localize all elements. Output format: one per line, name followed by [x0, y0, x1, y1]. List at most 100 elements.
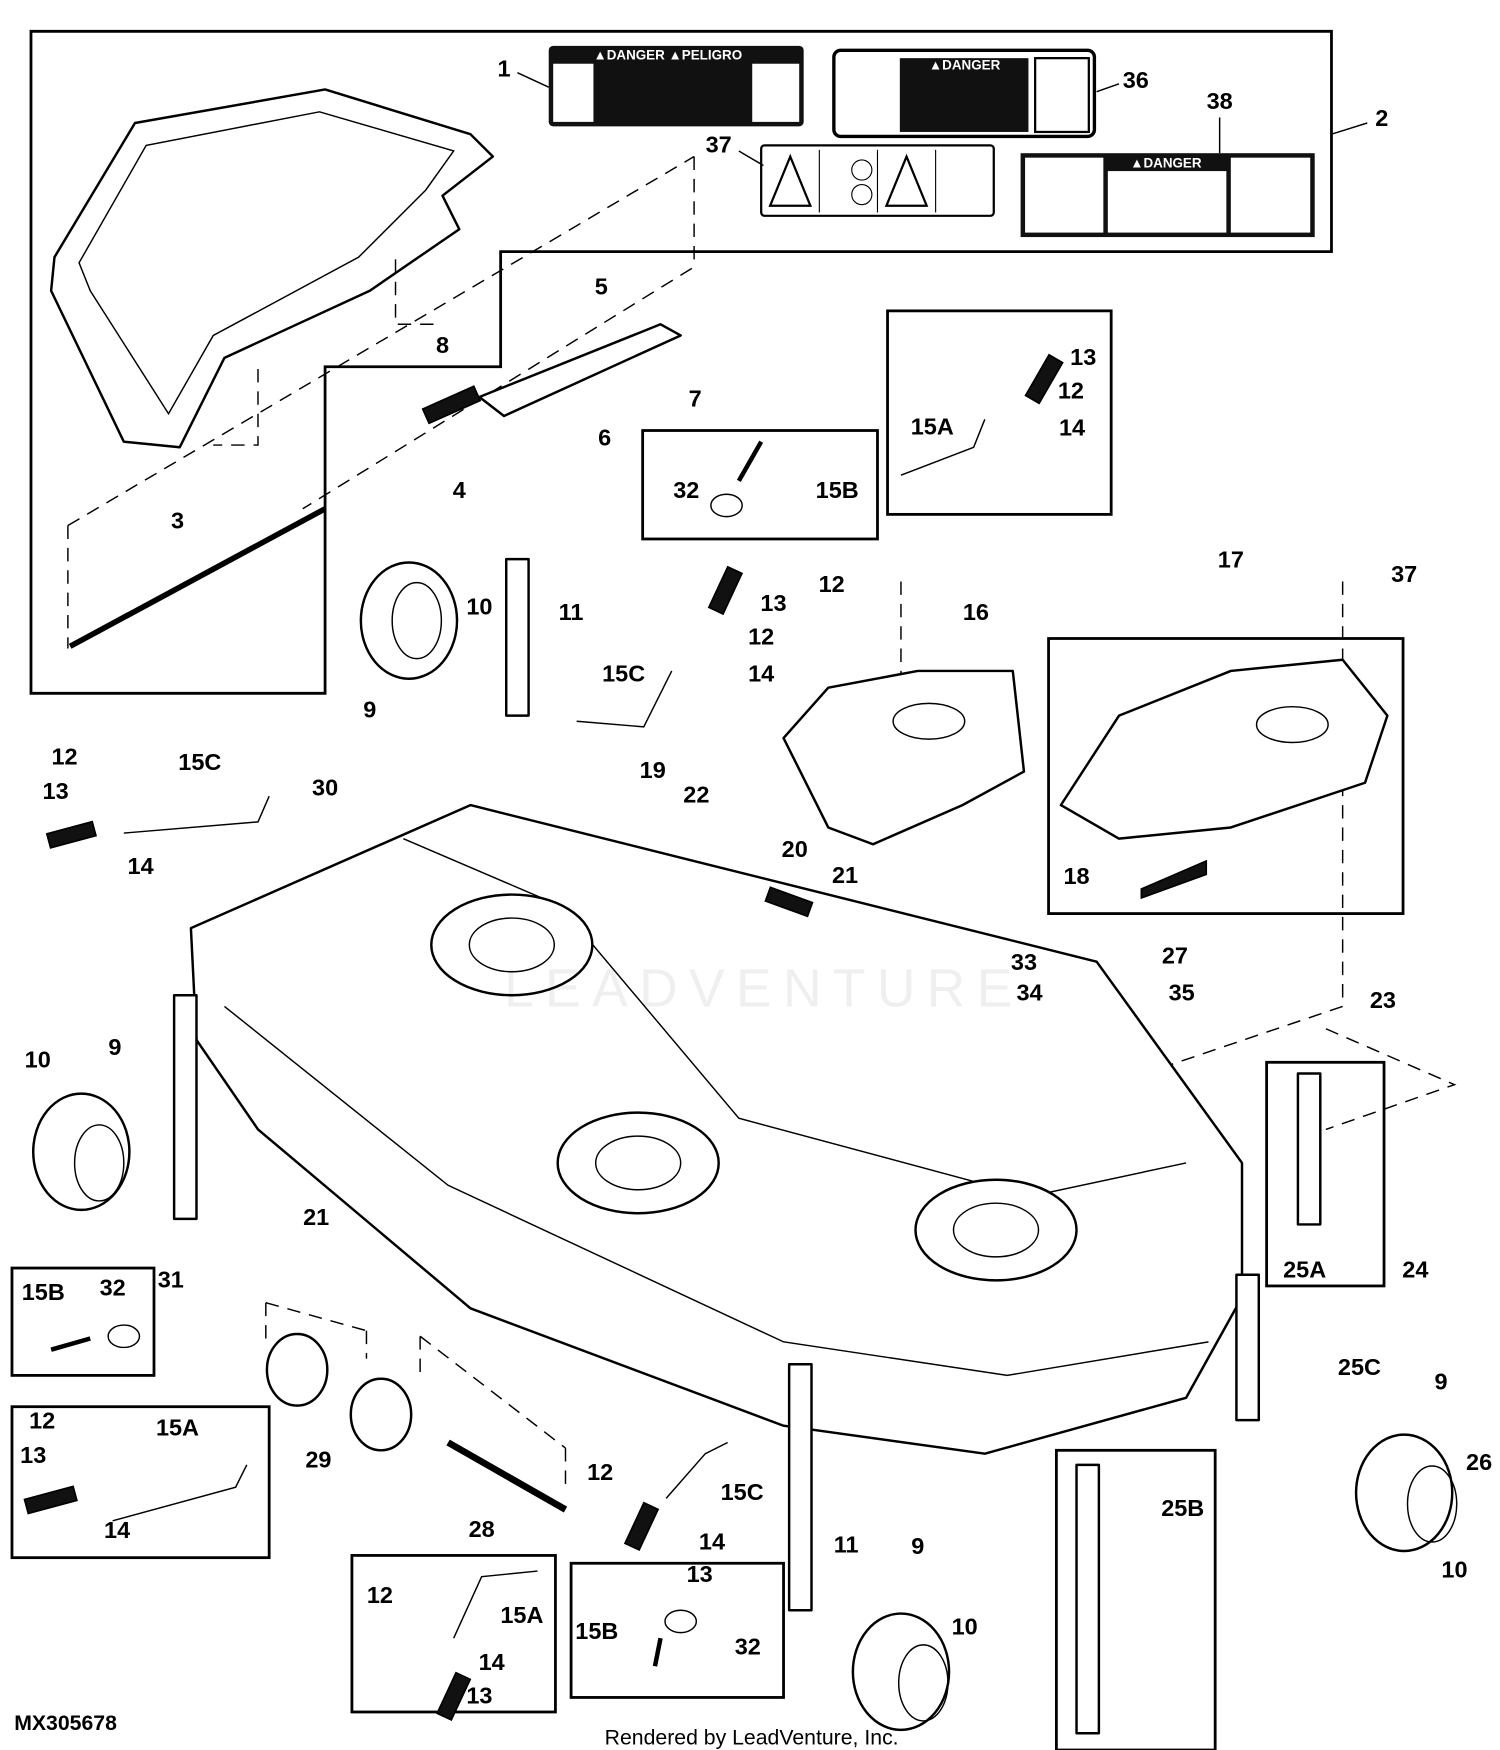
callout-9: 9: [108, 1034, 121, 1060]
detail-box-15b: [641, 429, 879, 541]
leader-lines: [517, 72, 1368, 167]
svg-text:▲DANGER ▲PELIGRO: ▲DANGER ▲PELIGRO: [593, 47, 742, 62]
callout-18: 18: [1063, 863, 1089, 889]
callout-28: 28: [469, 1516, 495, 1542]
callout-22: 22: [683, 781, 709, 807]
callout-29: 29: [305, 1447, 331, 1473]
rod-3: [68, 506, 327, 649]
spindle-right: [914, 1178, 1078, 1282]
callout-13: 13: [43, 778, 69, 804]
spindle-center: [556, 1111, 720, 1215]
spring-4: [421, 385, 482, 425]
callout-11: 11: [559, 599, 584, 625]
callout-25C: 25C: [1338, 1354, 1381, 1380]
hinge-plate: [478, 323, 682, 418]
callout-16: 16: [963, 599, 989, 625]
callout-25B: 25B: [1161, 1495, 1204, 1521]
callout-14: 14: [104, 1517, 130, 1543]
belt-shield-17: [1059, 658, 1389, 840]
callout-9: 9: [1435, 1368, 1448, 1394]
callout-14: 14: [128, 853, 154, 879]
callout-12: 12: [1058, 378, 1084, 404]
callout-1: 1: [497, 56, 510, 82]
callout-7: 7: [689, 386, 702, 412]
callout-26: 26: [1466, 1449, 1492, 1475]
callout-19: 19: [640, 757, 666, 783]
detail-box-15a: [886, 309, 1113, 516]
decal-kit-group-box: [29, 29, 1333, 695]
callout-3: 3: [171, 507, 184, 533]
callout-12: 12: [748, 624, 774, 650]
detail-box-17: [1047, 637, 1405, 915]
callout-32: 32: [673, 477, 699, 503]
danger-decal-1: ▲DANGER ▲PELIGRO: [548, 45, 804, 127]
callout-15B: 15B: [575, 1618, 618, 1644]
mower-deck: [189, 803, 1244, 1455]
safety-pictorial-decal-37: [760, 144, 995, 217]
callout-12: 12: [367, 1582, 393, 1608]
callout-14: 14: [1059, 415, 1085, 441]
callout-27: 27: [1162, 942, 1188, 968]
callout-21: 21: [832, 862, 858, 888]
callout-25A: 25A: [1283, 1257, 1326, 1283]
callout-20: 20: [782, 836, 808, 862]
callout-10: 10: [466, 594, 492, 620]
discharge-chute: [49, 88, 495, 449]
detail-box-15b-bottom: [569, 1561, 785, 1699]
callout-4: 4: [453, 477, 466, 503]
callout-35: 35: [1169, 979, 1195, 1005]
callout-21: 21: [303, 1204, 329, 1230]
callout-24: 24: [1402, 1257, 1428, 1283]
callout-34: 34: [1016, 979, 1042, 1005]
callout-13: 13: [760, 590, 786, 616]
svg-text:▲DANGER: ▲DANGER: [929, 57, 1001, 72]
callout-12: 12: [51, 743, 77, 769]
detail-box-25b: [1054, 1448, 1217, 1750]
callout-37: 37: [706, 132, 732, 158]
detail-box-15b-left: [10, 1266, 156, 1377]
callout-8: 8: [436, 332, 449, 358]
gauge-wheels: [31, 561, 1458, 1732]
danger-decal-36: ▲DANGER: [832, 48, 1097, 139]
callout-13: 13: [20, 1442, 46, 1468]
callout-38: 38: [1207, 88, 1233, 114]
callout-11: 11: [834, 1532, 859, 1558]
callout-14: 14: [699, 1528, 725, 1554]
callout-15C: 15C: [602, 661, 645, 687]
render-credit: Rendered by LeadVenture, Inc.: [605, 1725, 899, 1749]
callout-12: 12: [29, 1408, 55, 1434]
callout-23: 23: [1370, 987, 1396, 1013]
callout-17: 17: [1218, 547, 1244, 573]
callout-5: 5: [595, 274, 608, 300]
callout-32: 32: [100, 1275, 126, 1301]
spindle-left: [430, 893, 594, 997]
callout-12: 12: [819, 571, 845, 597]
belt-shield-16: [782, 669, 1026, 846]
callout-10: 10: [952, 1613, 978, 1639]
gauge-wheel-arms: [172, 557, 1322, 1735]
callout-13: 13: [687, 1561, 713, 1587]
callout-30: 30: [312, 775, 338, 801]
callout-13: 13: [466, 1683, 492, 1709]
callout-14: 14: [748, 661, 774, 687]
callout-15A: 15A: [500, 1602, 543, 1628]
callout-6: 6: [598, 425, 611, 451]
diagram-id: MX305678: [14, 1711, 117, 1735]
springs-and-pins: [23, 353, 1064, 1722]
svg-text:LEADVENTURE: LEADVENTURE: [504, 958, 1024, 1018]
callout-9: 9: [363, 696, 376, 722]
callout-10: 10: [1441, 1556, 1467, 1582]
callout-37: 37: [1391, 561, 1417, 587]
callout-36: 36: [1123, 67, 1149, 93]
callout-9: 9: [911, 1533, 924, 1559]
callout-15A: 15A: [911, 413, 954, 439]
callout-14: 14: [479, 1649, 505, 1675]
callout-15C: 15C: [178, 749, 221, 775]
detail-box-25a: [1265, 1060, 1386, 1288]
callout-15B: 15B: [816, 477, 859, 503]
callout-31: 31: [158, 1267, 184, 1293]
callout-10: 10: [25, 1046, 51, 1072]
